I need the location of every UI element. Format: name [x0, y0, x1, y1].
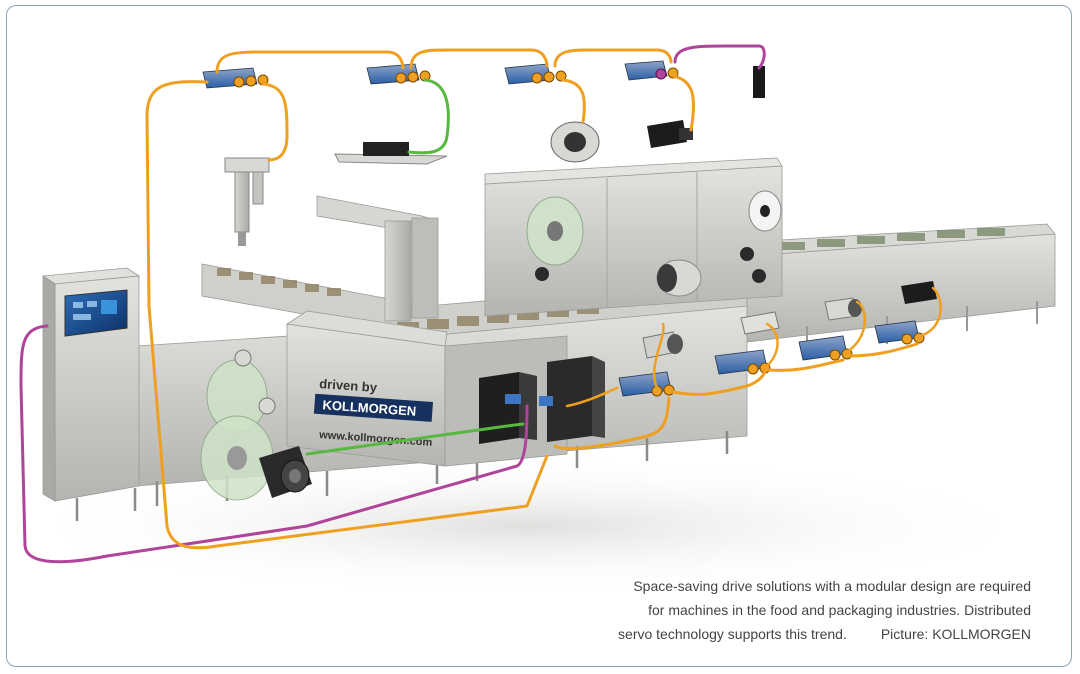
- caption-line-1: Space-saving drive solutions with a modu…: [633, 578, 1031, 594]
- signal-cable-front: [305, 422, 525, 456]
- ethercat-cable-lower-3: [767, 358, 845, 372]
- motor-cable-4: [919, 286, 942, 338]
- ethercat-cable-top-2: [409, 48, 549, 70]
- lower-motor-4: [901, 281, 937, 304]
- kollmorgen-panel: driven by KOLLMORGEN www.kollmorgen.com: [285, 310, 568, 467]
- kollmorgen-logo-text: KOLLMORGEN: [322, 397, 417, 419]
- caption-line-2: for machines in the food and packaging i…: [648, 602, 1031, 618]
- ethercat-cable-lower-1: [553, 396, 671, 450]
- motor-cable-3: [845, 300, 867, 354]
- figure-caption: Space-saving drive solutions with a modu…: [601, 574, 1031, 646]
- drive-link-cable: [565, 386, 619, 408]
- drive-module-8: [874, 320, 925, 345]
- conveyor-motor-plate: [334, 142, 448, 165]
- hollow-motor-cable: [561, 78, 586, 124]
- ethercat-cable-loop: [145, 80, 549, 550]
- drive-module-4: [624, 60, 679, 81]
- drive-module-5: [618, 371, 675, 397]
- picture-credit: Picture: KOLLMORGEN: [880, 626, 1031, 642]
- cabling: [19, 44, 942, 564]
- linear-actuator: [224, 157, 270, 246]
- drive-module-3: [504, 63, 567, 85]
- floor-shadow: [7, 456, 1047, 596]
- ethercat-cable-top-1: [215, 50, 405, 74]
- drive-module-6: [714, 349, 771, 375]
- hmi-cabinet: [41, 267, 141, 521]
- power-cable-top: [673, 44, 766, 70]
- ethercat-cable-lower-4: [847, 342, 919, 358]
- front-servo-motor: [259, 446, 312, 498]
- actuator-cable: [261, 82, 289, 162]
- sealing-station: [484, 157, 783, 317]
- lower-motor-2: [740, 311, 780, 335]
- dosing-arm: [316, 195, 439, 322]
- driven-by-label: driven by: [319, 376, 378, 395]
- top-servo-cable: [671, 74, 695, 132]
- packaging-machine-diagram: driven by KOLLMORGEN www.kollmorgen.com: [7, 44, 1056, 596]
- motor-cable-2: [765, 322, 779, 368]
- hollow-shaft-motor: [550, 121, 600, 163]
- right-conveyor: [746, 223, 1056, 351]
- signal-cable-top: [407, 78, 450, 155]
- sensor-device: [753, 66, 765, 98]
- hmi-touchscreen: [64, 289, 128, 337]
- caption-line-3-text: servo technology supports this trend.: [618, 626, 847, 642]
- figure-frame: driven by KOLLMORGEN www.kollmorgen.com: [6, 5, 1072, 667]
- motor-cable-1: [652, 322, 665, 390]
- ethercat-cable-top-3: [553, 48, 673, 68]
- power-cable-main: [19, 324, 529, 564]
- caption-line-3: servo technology supports this trend. Pic…: [601, 622, 1031, 646]
- drive-module-1: [202, 67, 269, 89]
- drive-module-7: [798, 335, 853, 361]
- drive-module-2: [366, 63, 431, 85]
- ethercat-cable-lower-2: [671, 370, 767, 396]
- servo-motor-top: [647, 120, 693, 148]
- film-unwind-rolls: [200, 349, 276, 501]
- kollmorgen-logo-bar: [313, 393, 434, 422]
